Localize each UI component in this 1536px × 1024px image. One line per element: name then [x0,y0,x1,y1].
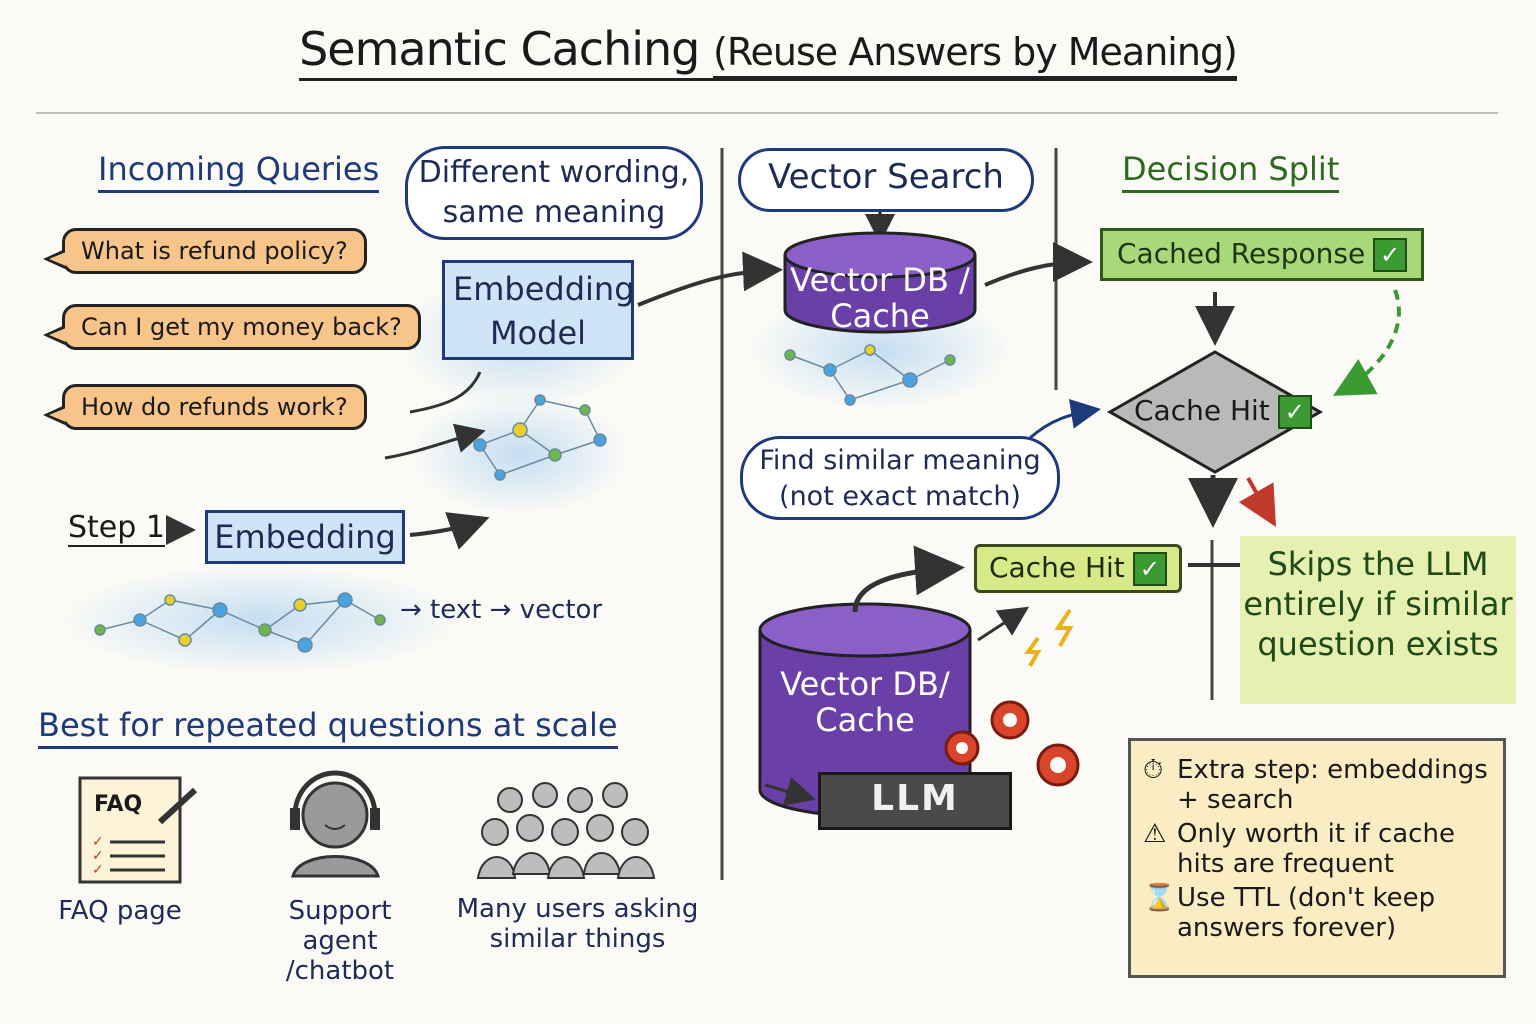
decision-split-heading: Decision Split [1122,150,1340,193]
svg-text:✓: ✓ [92,862,104,878]
vector-graph [94,592,386,653]
vector-db-label: Vector DB / Cache [790,261,970,335]
title-text: Semantic Caching [299,22,700,81]
vector-db-cylinder [783,231,977,334]
watercolor-splash [60,565,460,675]
lightning-icon [1024,608,1074,667]
vector-db-label: Vector DB/ Cache [780,665,950,739]
connector-arrow [637,251,783,307]
vector-graph [473,394,607,481]
vector-search-heading: Vector Search [738,148,1034,212]
query-bubble: Can I get my money back? [43,304,421,350]
support-agent-icon [290,770,381,878]
step-label: Step 1 [68,510,165,547]
cached-response-label: Cached Response [1117,237,1366,270]
vector-graph [784,344,956,406]
note-text: Extra step: embeddings + search [1177,755,1488,815]
embedding-model-box: Embedding Model [442,260,635,360]
cache-hit-badge: Cache Hit✓ [974,544,1182,593]
checkmark-icon: ✓ [1277,395,1312,429]
connector-arrow [384,423,486,460]
note-text: Only worth it if cache hits are frequent [1177,819,1455,879]
svg-text:✓: ✓ [92,848,104,864]
connector-arrow [984,242,1093,287]
llm-box: LLM [818,772,1012,830]
connector-arrow [1028,398,1101,440]
connector-arrow [764,776,816,806]
callout-cloud: Different wording, same meaning [405,146,703,240]
notes-panel: ⏱ Extra step: embeddings + search ⚠ Only… [1128,738,1506,978]
connector-arrow [409,371,482,414]
find-similar-callout: Find similar meaning (not exact match) [740,436,1060,520]
skip-llm-note: Skips the LLM entirely if similar questi… [1240,536,1516,704]
text-to-vector-label: → text → vector [400,595,603,625]
page-title: Semantic Caching (Reuse Answers by Meani… [0,22,1536,81]
connector-arrow [977,606,1030,642]
connector-arrow [852,545,965,613]
best-for-heading: Best for repeated questions at scale [38,706,618,749]
diamond-label-wrap: Cache Hit✓ [1134,394,1312,429]
cache-hit-label: Cache Hit [989,551,1125,584]
faq-icon: ✓ ✓ ✓ [78,776,198,884]
connector-arrow [409,512,490,550]
warning-icon: ⚠ [1143,819,1167,849]
faq-icon-text: FAQ [94,792,143,817]
query-bubble: What is refund policy? [43,228,367,274]
use-case-label: Support agent /chatbot [285,896,395,986]
watercolor-splash [410,395,630,515]
query-bubble: How do refunds work? [43,384,367,430]
note-row: ⚠ Only worth it if cache hits are freque… [1143,819,1491,879]
note-row: ⌛ Use TTL (don't keep answers forever) [1143,883,1491,943]
users-crowd-icon [476,782,656,879]
callout-text: Different wording, same meaning [418,155,690,230]
use-case-label: Many users asking similar things [456,894,699,954]
diamond-label: Cache Hit [1134,394,1270,427]
subtitle-text: (Reuse Answers by Meaning) [713,30,1238,79]
cached-response-box: Cached Response✓ [1100,228,1425,281]
checkmark-icon: ✓ [1373,238,1408,272]
incoming-queries-heading: Incoming Queries [98,150,380,193]
gears-icon [944,700,1080,787]
note-text: Use TTL (don't keep answers forever) [1177,883,1436,943]
use-case-label: FAQ page [58,896,182,926]
embedding-box: Embedding [205,510,405,564]
svg-text:✓: ✓ [92,834,104,850]
cache-hit-diamond [1106,350,1324,474]
clock-icon: ⏱ [1143,755,1164,785]
connector-arrow [1238,477,1276,527]
note-row: ⏱ Extra step: embeddings + search [1143,755,1491,815]
title-divider [36,112,1498,114]
connector-arrow [1332,289,1401,396]
hourglass-icon: ⌛ [1143,883,1176,913]
checkmark-icon: ✓ [1132,552,1167,586]
